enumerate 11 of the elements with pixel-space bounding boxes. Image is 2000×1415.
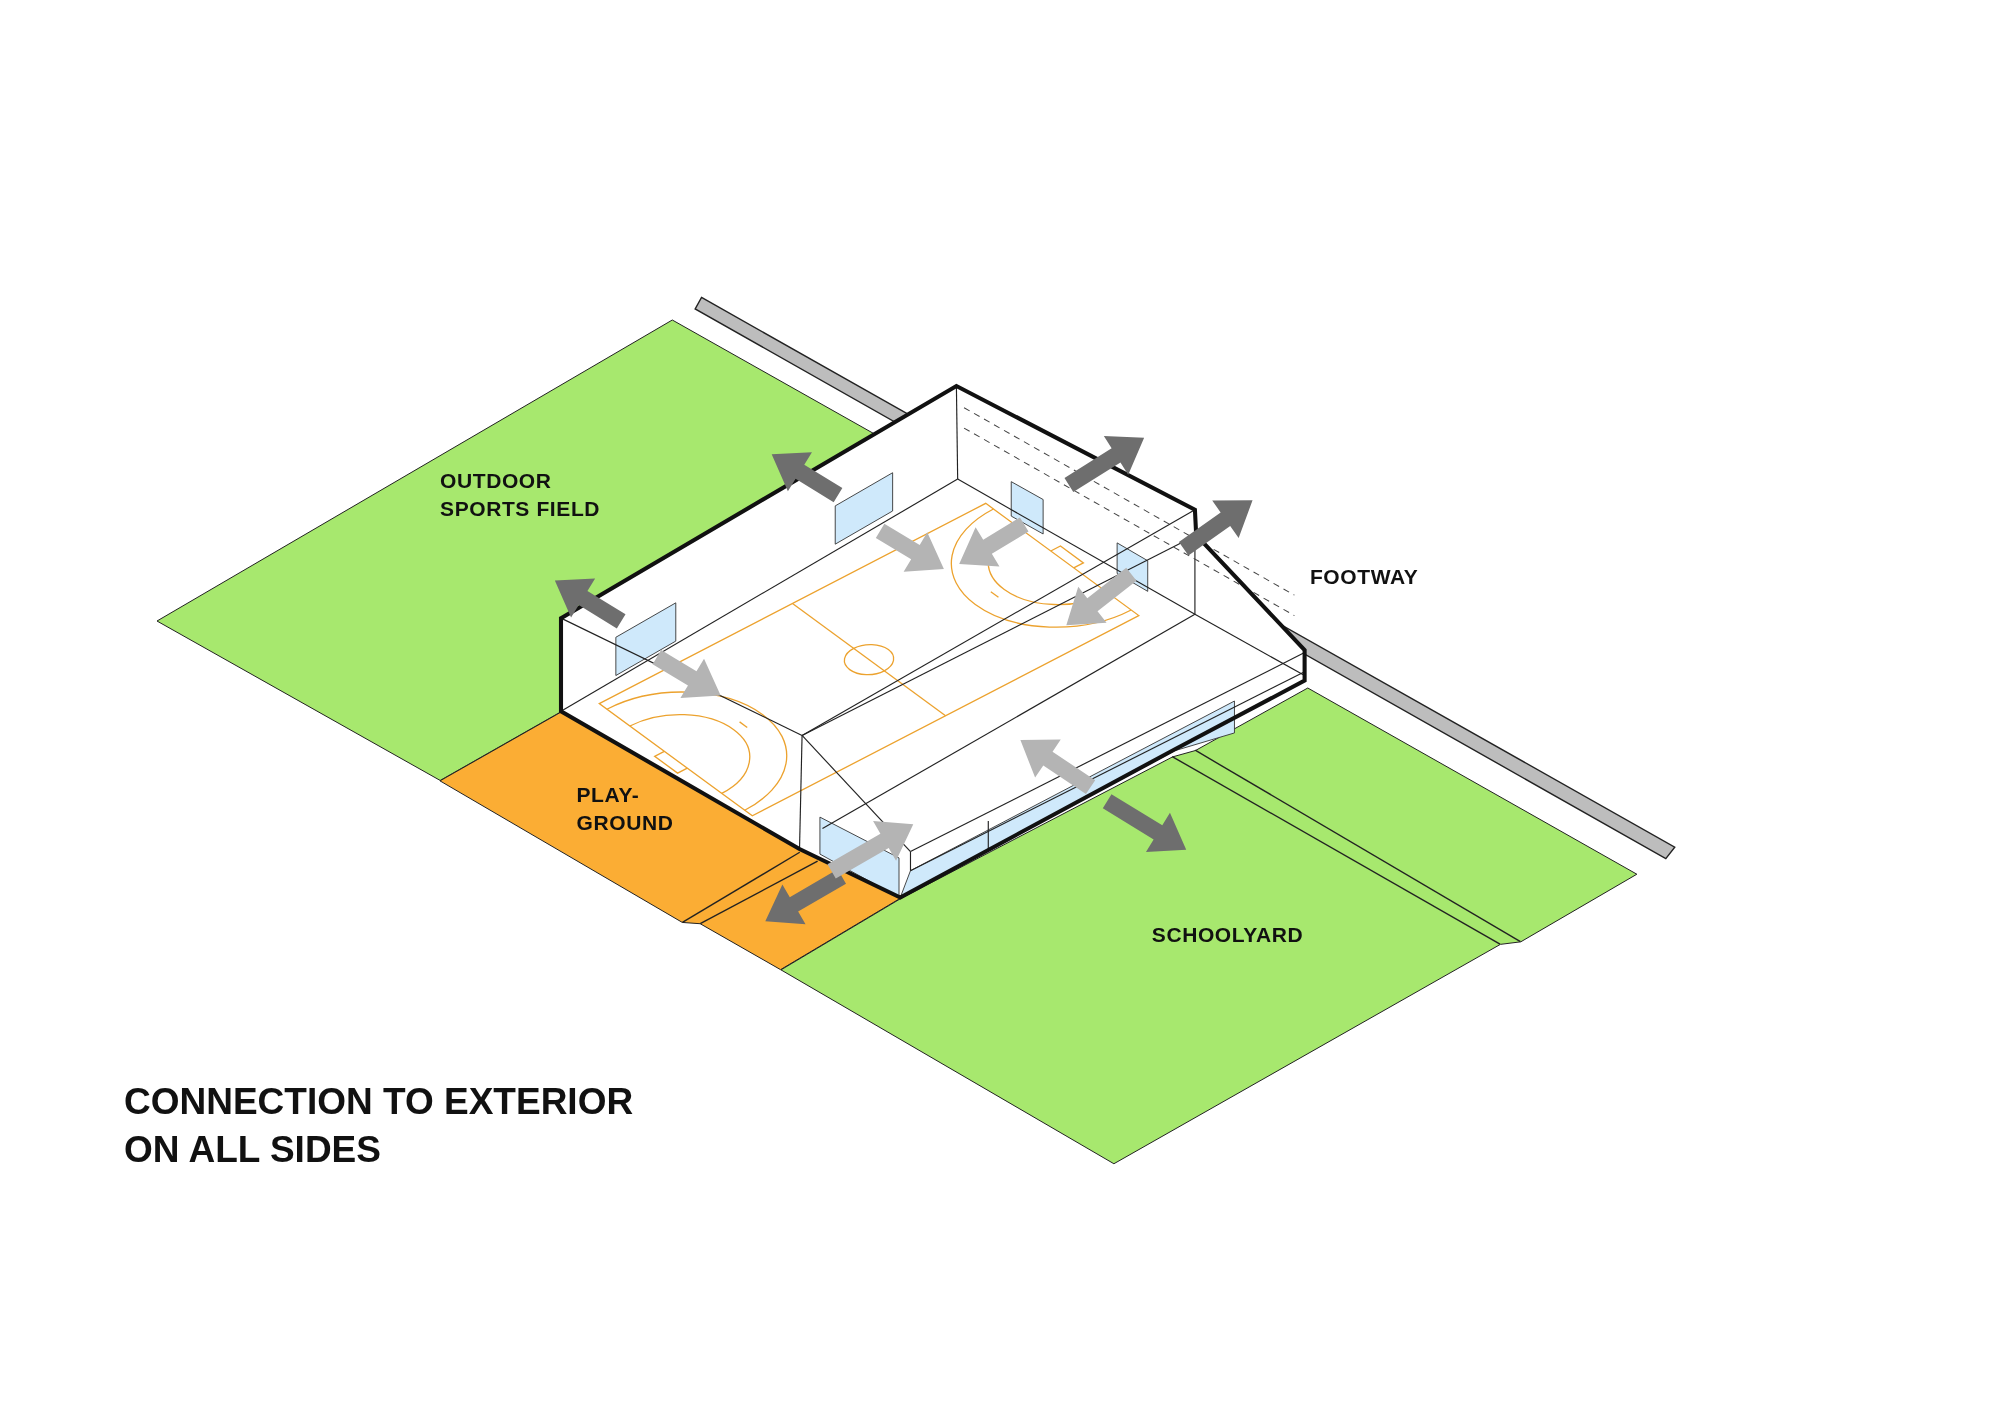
block-arrow [1178,500,1253,556]
diagram-title: CONNECTION TO EXTERIOR ON ALL SIDES [124,1080,635,1172]
area-label: OUTDOOR SPORTS FIELD [440,467,602,522]
block-arrow [652,650,721,698]
block-arrow [1102,794,1187,852]
block-arrow [875,523,944,572]
block-arrow [827,820,914,879]
area-label: SCHOOLYARD [1151,921,1305,948]
area-label: FOOTWAY [1309,563,1419,590]
block-arrow [1020,739,1096,795]
area-label: PLAY- GROUND [576,781,675,836]
